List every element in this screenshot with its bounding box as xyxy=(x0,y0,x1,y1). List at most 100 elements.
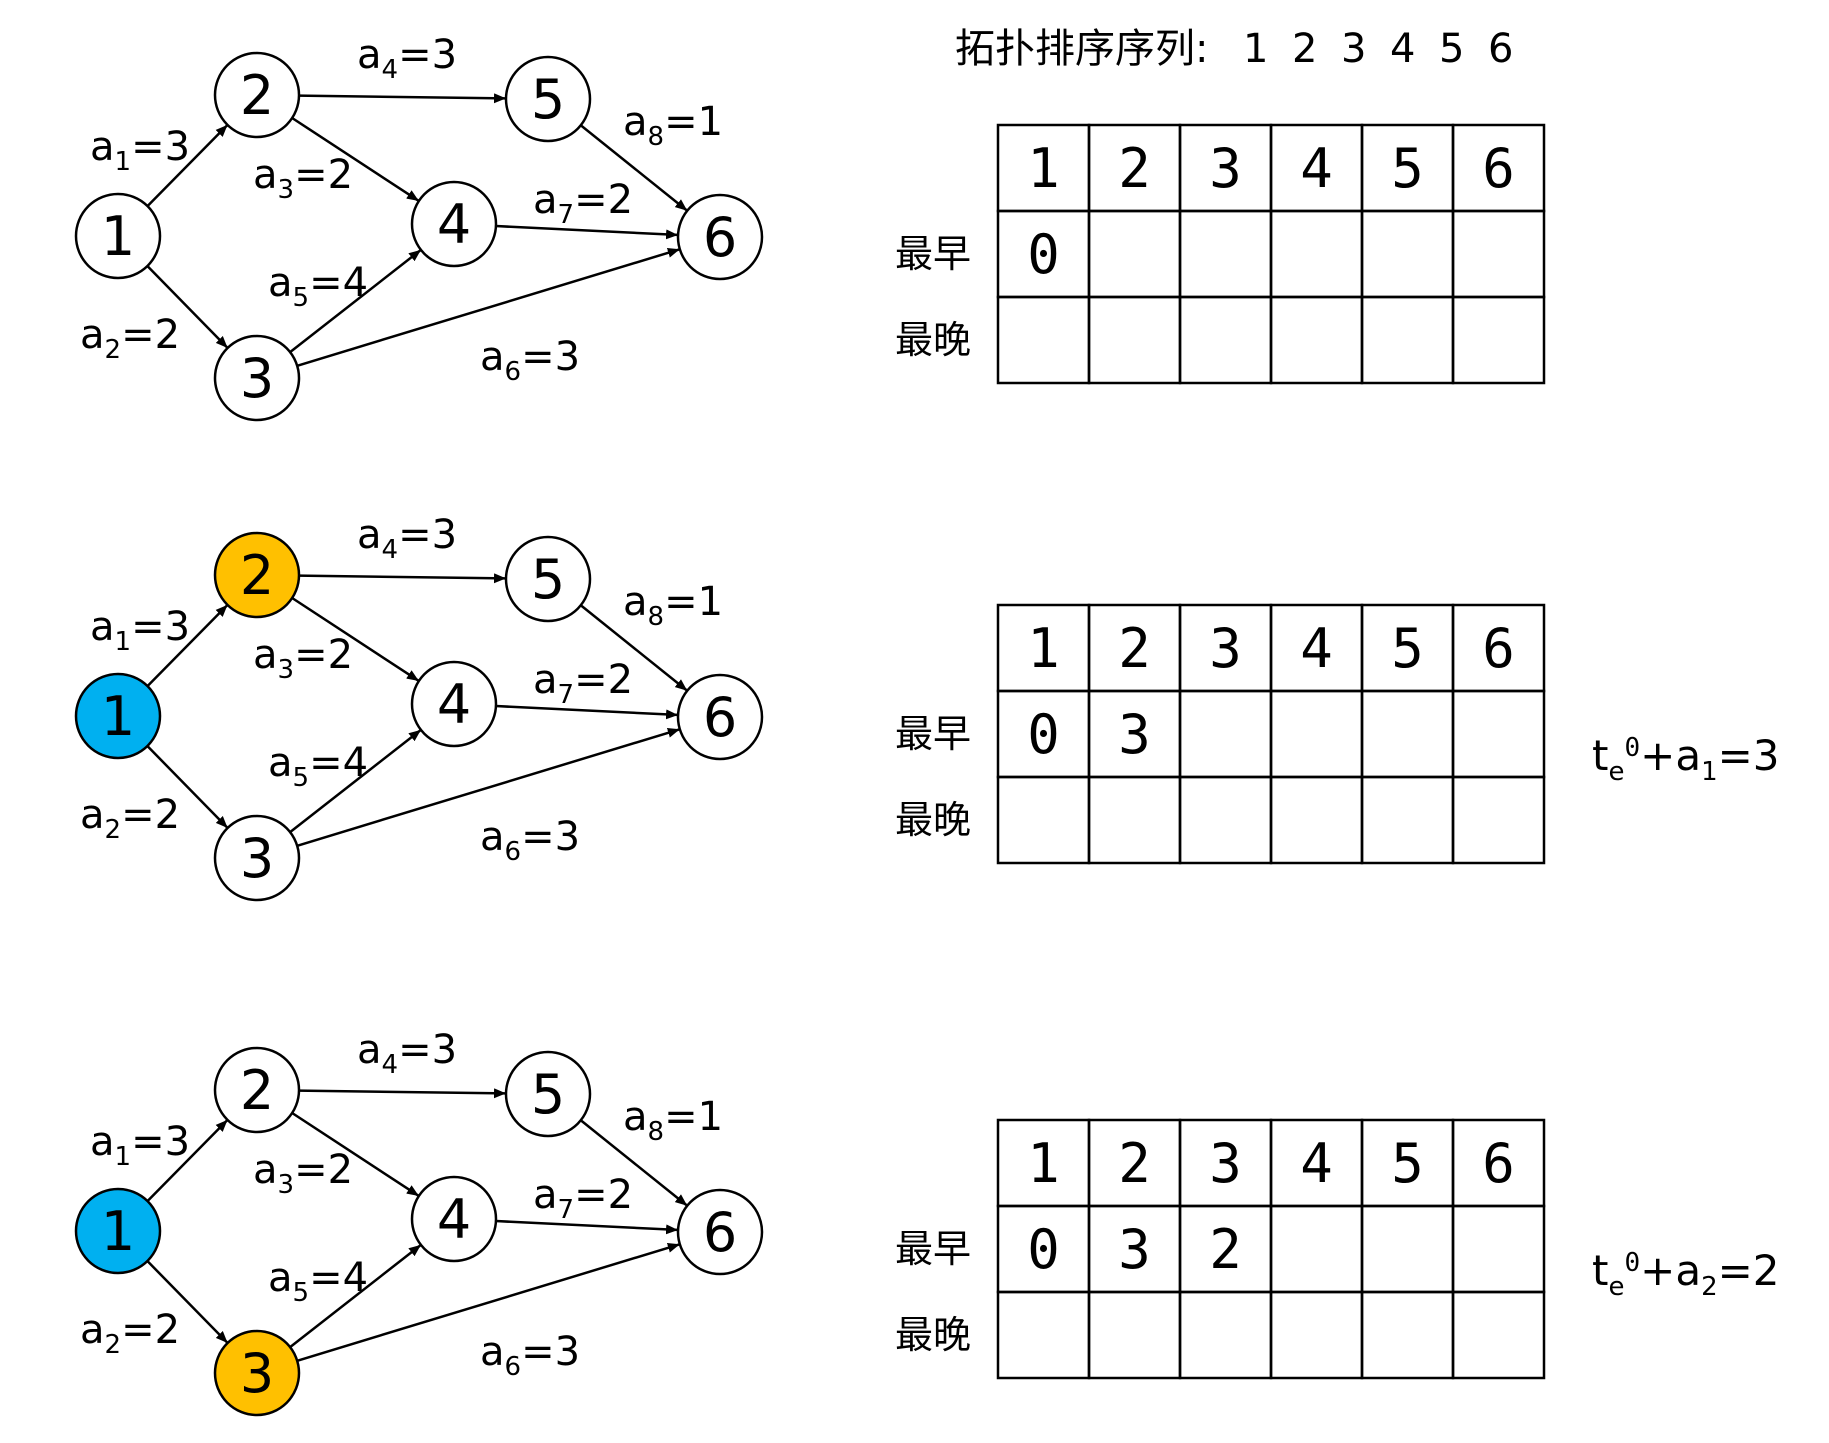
edge-arrow xyxy=(495,224,679,240)
edge-arrow xyxy=(146,1119,228,1202)
edge-label: a3=2 xyxy=(253,632,353,685)
node-label: 4 xyxy=(437,673,471,736)
edge-label-subscript: 1 xyxy=(115,1142,132,1172)
edge-arrow xyxy=(495,704,679,720)
formula: te0+a2=2 xyxy=(1592,1246,1780,1302)
edge-label: a2=2 xyxy=(80,312,180,365)
edge-label-subscript: 8 xyxy=(648,122,665,152)
edge-label: a4=3 xyxy=(357,512,457,565)
edge-label-subscript: 2 xyxy=(105,815,122,845)
table-cell xyxy=(1360,1204,1455,1294)
edge-label: a1=3 xyxy=(90,1119,190,1172)
edge-label-weight: =1 xyxy=(664,1094,723,1140)
table-header-cell: 2 xyxy=(1118,137,1151,200)
earliest-value-cell: 2 xyxy=(1209,1218,1242,1281)
table-cell xyxy=(1360,1290,1455,1380)
edge-label: a2=2 xyxy=(80,792,180,845)
node-4 xyxy=(410,180,498,268)
table-cell xyxy=(1269,1204,1364,1294)
edge-arrow xyxy=(289,729,421,834)
node-1 xyxy=(74,192,162,280)
edge-label-subscript: 6 xyxy=(505,1352,522,1382)
edge-label-name: a xyxy=(268,740,293,786)
node-label: 4 xyxy=(437,1188,471,1251)
edge-label-weight: =3 xyxy=(131,1119,190,1165)
edge-arrow xyxy=(291,1111,419,1197)
edge-label-weight: =3 xyxy=(398,512,457,558)
edge-label-weight: =4 xyxy=(309,740,368,786)
edge-label-name: a xyxy=(480,334,505,380)
edge-label-name: a xyxy=(623,1094,648,1140)
topo-sequence-value: 5 xyxy=(1439,26,1464,72)
edge-label-subscript: 7 xyxy=(558,680,575,710)
table-cell xyxy=(1178,689,1273,779)
edge-arrow xyxy=(146,745,228,829)
edge-label-name: a xyxy=(268,260,293,306)
edge-label: a8=1 xyxy=(623,579,723,632)
table-cell xyxy=(1451,1290,1546,1380)
table-cell xyxy=(1360,295,1455,385)
topo-sequence-value: 6 xyxy=(1488,26,1513,72)
edge-label-weight: =3 xyxy=(131,604,190,650)
edge-label-name: a xyxy=(357,512,382,558)
table-cell xyxy=(1360,209,1455,299)
edge-arrow xyxy=(579,1119,688,1207)
node-label: 2 xyxy=(240,1059,274,1122)
edge-label-weight: =3 xyxy=(521,1329,580,1375)
edge-label-weight: =3 xyxy=(131,124,190,170)
edge-label-weight: =2 xyxy=(294,152,353,198)
edge-arrow xyxy=(298,93,507,104)
edge-label-name: a xyxy=(623,579,648,625)
edge-label-weight: =2 xyxy=(574,177,633,223)
table-header-cell: 3 xyxy=(1209,1132,1242,1195)
earliest-value-cell: 0 xyxy=(1027,703,1060,766)
edge-label-weight: =2 xyxy=(574,657,633,703)
earliest-value-cell: 3 xyxy=(1118,703,1151,766)
edge-label: a8=1 xyxy=(623,1094,723,1147)
edge-label-name: a xyxy=(533,657,558,703)
formula-a-subscript: 1 xyxy=(1701,757,1718,787)
table-cell xyxy=(1269,209,1364,299)
node-6 xyxy=(676,193,764,281)
edge-label-weight: =1 xyxy=(664,579,723,625)
edge-label-name: a xyxy=(253,1147,278,1193)
table-header-cell: 1 xyxy=(1027,1132,1060,1195)
edge-label-weight: =3 xyxy=(521,334,580,380)
node-label: 4 xyxy=(437,193,471,256)
edge-label-subscript: 3 xyxy=(278,1170,295,1200)
table-cell xyxy=(1269,295,1364,385)
edge-label-name: a xyxy=(268,1255,293,1301)
table-header-cell: 5 xyxy=(1391,617,1424,680)
edge-label-subscript: 3 xyxy=(278,655,295,685)
edge-arrow xyxy=(495,1219,679,1235)
edge-label-name: a xyxy=(480,1329,505,1375)
table-cell xyxy=(996,775,1091,865)
edge-label-weight: =4 xyxy=(309,260,368,306)
edge-arrow xyxy=(289,1244,421,1349)
edge-label: a4=3 xyxy=(357,32,457,85)
edge-label-name: a xyxy=(80,1307,105,1353)
node-4 xyxy=(410,660,498,748)
node-5 xyxy=(504,55,592,143)
table-header-cell: 3 xyxy=(1209,137,1242,200)
table-cell xyxy=(1087,1290,1182,1380)
row-label-latest: 最晚 xyxy=(895,1313,971,1357)
edge-label-weight: =2 xyxy=(121,792,180,838)
edge-label-name: a xyxy=(90,604,115,650)
edge-arrow xyxy=(146,265,228,349)
edge-label-subscript: 7 xyxy=(558,200,575,230)
node-3 xyxy=(213,814,301,902)
node-label: 1 xyxy=(101,685,135,748)
table-header-cell: 4 xyxy=(1300,137,1333,200)
table-header-cell: 4 xyxy=(1300,617,1333,680)
edge-label: a4=3 xyxy=(357,1027,457,1080)
topo-sequence-value: 1 xyxy=(1243,26,1268,72)
node-3-target xyxy=(213,1329,301,1417)
edge-label-subscript: 6 xyxy=(505,837,522,867)
table-header-cell: 2 xyxy=(1118,617,1151,680)
edge-label-name: a xyxy=(90,124,115,170)
